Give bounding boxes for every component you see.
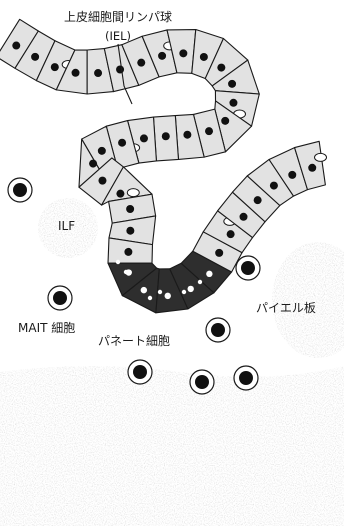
paneth-granule xyxy=(182,290,186,294)
cell-nucleus xyxy=(240,213,248,221)
cell-nucleus xyxy=(183,131,191,139)
cell-nucleus xyxy=(200,53,208,61)
cell-nucleus xyxy=(126,227,134,235)
lamina-propria-texture xyxy=(0,366,344,526)
cell-nucleus xyxy=(288,171,296,179)
cell-nucleus xyxy=(215,249,223,257)
lymphocyte-nucleus xyxy=(239,371,253,385)
paneth-granule xyxy=(198,280,202,284)
cell-nucleus xyxy=(89,160,97,168)
cell-nucleus xyxy=(31,53,39,61)
cell-nucleus xyxy=(254,196,262,204)
cell-nucleus xyxy=(126,205,134,213)
cell-nucleus xyxy=(308,164,316,172)
iel-label: 上皮細胞間リンパ球 xyxy=(64,11,172,23)
cell-nucleus xyxy=(227,230,235,238)
paneth-cell-label: パネート細胞 xyxy=(98,335,170,347)
cell-nucleus xyxy=(140,134,148,142)
cell-nucleus xyxy=(72,69,80,77)
cell-nucleus xyxy=(116,190,124,198)
paneth-granule xyxy=(148,296,152,300)
cell-nucleus xyxy=(137,59,145,67)
cell-nucleus xyxy=(94,69,102,77)
intraepithelial-lymphocyte xyxy=(127,189,139,197)
lymphocyte-nucleus xyxy=(133,365,147,379)
cell-nucleus xyxy=(217,64,225,72)
cell-nucleus xyxy=(229,99,237,107)
ilf-label: ILF xyxy=(58,220,75,232)
cell-nucleus xyxy=(116,66,124,74)
paneth-granule xyxy=(116,260,120,264)
cell-nucleus xyxy=(270,182,278,190)
epithelial-layer xyxy=(0,19,327,312)
lymphocyte-nucleus xyxy=(13,183,27,197)
mait-cell-label: MAIT 細胞 xyxy=(18,322,75,334)
cell-nucleus xyxy=(206,271,212,277)
cell-nucleus xyxy=(98,177,106,185)
peyers-patch-label: パイエル板 xyxy=(256,302,316,314)
cell-nucleus xyxy=(162,132,170,140)
iel-abbrev-label: (IEL) xyxy=(105,31,131,43)
cell-nucleus xyxy=(141,287,147,293)
intraepithelial-lymphocyte xyxy=(315,153,327,161)
cell-nucleus xyxy=(124,248,132,256)
cell-nucleus xyxy=(165,293,171,299)
cell-nucleus xyxy=(179,49,187,57)
cell-nucleus xyxy=(98,147,106,155)
lymphocyte-nucleus xyxy=(241,261,255,275)
cell-nucleus xyxy=(118,139,126,147)
cell-nucleus xyxy=(221,117,229,125)
peyers-patch-icon xyxy=(272,242,344,358)
cell-nucleus xyxy=(12,42,20,50)
cell-nucleus xyxy=(158,52,166,60)
paneth-granule xyxy=(124,270,128,274)
lymphocyte-nucleus xyxy=(211,323,225,337)
cell-nucleus xyxy=(187,286,193,292)
cell-nucleus xyxy=(51,63,59,71)
lymphocyte-nucleus xyxy=(53,291,67,305)
cell-nucleus xyxy=(205,127,213,135)
paneth-granule xyxy=(158,290,162,294)
cell-nucleus xyxy=(228,80,236,88)
lymphocyte-nucleus xyxy=(195,375,209,389)
